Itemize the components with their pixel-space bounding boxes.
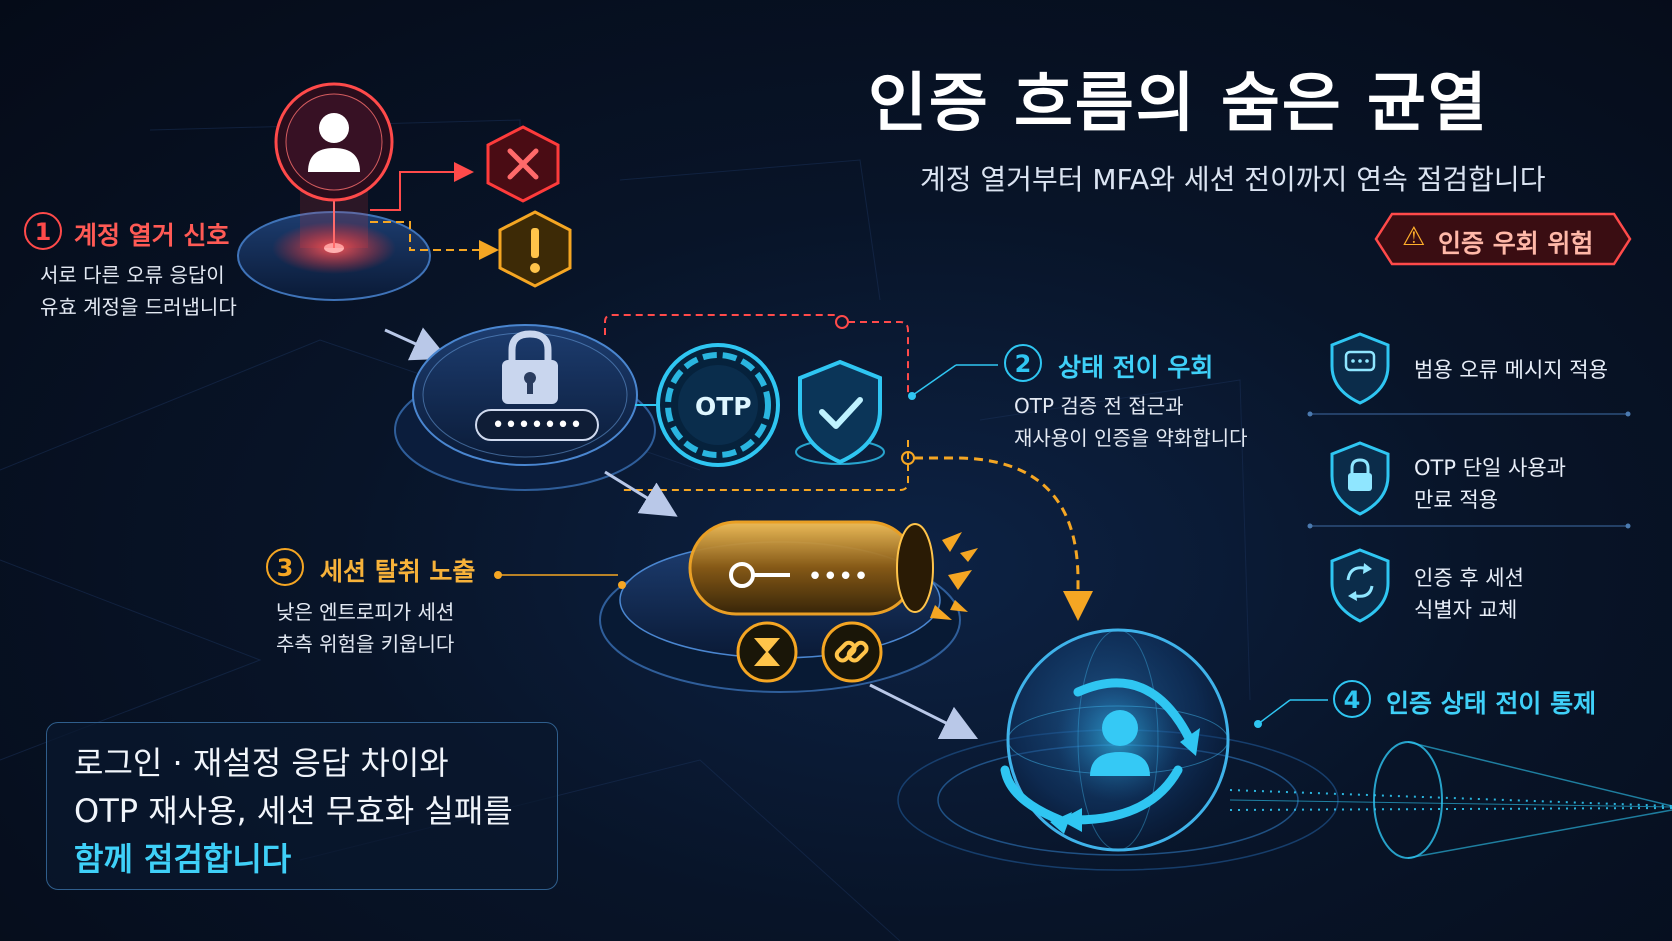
bypass-amber-to-control [914, 456, 1093, 621]
page-title: 인증 흐름의 숨은 균열 [868, 67, 1489, 141]
page-subtitle: 계정 열거부터 MFA와 세션 전이까지 연속 점검합니다 [920, 163, 1546, 196]
password-lock-node [394, 324, 656, 491]
step-1-label: 계정 열거 신호 [74, 221, 230, 250]
warning-signal-line [370, 221, 499, 260]
user-icon [308, 113, 360, 172]
step-4-label: 인증 상태 전이 통제 [1386, 689, 1597, 718]
risk-badge-label: 인증 우회 위험 [1438, 229, 1594, 258]
chat-shield-icon [1330, 332, 1390, 405]
flow-arrow-2 [604, 470, 678, 517]
hourglass-icon [736, 621, 798, 683]
warning-hex-icon [498, 210, 572, 288]
step-2-number: 2 [1004, 344, 1042, 382]
summary-line-3: 함께 점검합니다 [74, 840, 292, 878]
user-icon [1090, 710, 1150, 776]
chain-link-icon [821, 621, 883, 683]
step-1-number: 1 [24, 212, 62, 250]
account-enumeration-node [237, 82, 431, 301]
control-2-line-2: 만료 적용 [1414, 488, 1498, 512]
flow-arrow-3 [869, 683, 979, 740]
shield-check-icon [795, 359, 885, 465]
step-3-desc-line-1: 낮은 엔트로피가 세션 [276, 600, 455, 624]
control-1-line-1: 범용 오류 메시지 적용 [1414, 358, 1608, 382]
bypass-amber-dashed [620, 440, 909, 491]
step-3-number: 3 [266, 548, 304, 586]
session-token-mask: •••• [807, 562, 868, 592]
shatter-fragments [930, 532, 978, 620]
step-1-desc-line-2: 유효 계정을 드러냅니다 [40, 295, 237, 319]
summary-line-1: 로그인 · 재설정 응답 차이와 [74, 744, 449, 782]
controls-panel [1307, 332, 1631, 623]
lock-shield-icon [1330, 441, 1390, 516]
warning-icon: ⚠ [1402, 222, 1426, 252]
step-4-number: 4 [1333, 680, 1371, 718]
otp-ring-icon [656, 343, 780, 467]
key-icon [729, 562, 790, 588]
control-3-line-1: 인증 후 세션 [1414, 566, 1524, 590]
step-2-desc-line-1: OTP 검증 전 접근과 [1014, 394, 1184, 418]
step-2-label: 상태 전이 우회 [1058, 353, 1214, 382]
data-stream-cone [1229, 741, 1672, 859]
refresh-shield-icon [1330, 548, 1390, 623]
auth-state-sphere [897, 628, 1339, 871]
step-3-label: 세션 탈취 노출 [320, 557, 476, 586]
flow-arrow-1 [384, 327, 449, 361]
password-mask: ••••••• [492, 413, 583, 438]
step-3-desc-line-2: 추측 위험을 키웁니다 [276, 632, 455, 656]
lock-icon [502, 330, 558, 404]
risk-badge-frame [1374, 212, 1632, 266]
summary-box [46, 722, 558, 890]
step-2-desc-line-2: 재사용이 인증을 약화합니다 [1014, 426, 1248, 450]
otp-label: OTP [695, 392, 752, 421]
error-hex-icon [486, 125, 560, 203]
step-1-desc-line-1: 서로 다른 오류 응답이 [40, 263, 225, 287]
bypass-red-dashed [604, 314, 835, 335]
summary-line-2: OTP 재사용, 세션 무효화 실패를 [74, 792, 513, 830]
error-signal-line [370, 162, 474, 211]
control-3-line-2: 식별자 교체 [1414, 598, 1518, 622]
control-2-line-1: OTP 단일 사용과 [1414, 456, 1566, 480]
